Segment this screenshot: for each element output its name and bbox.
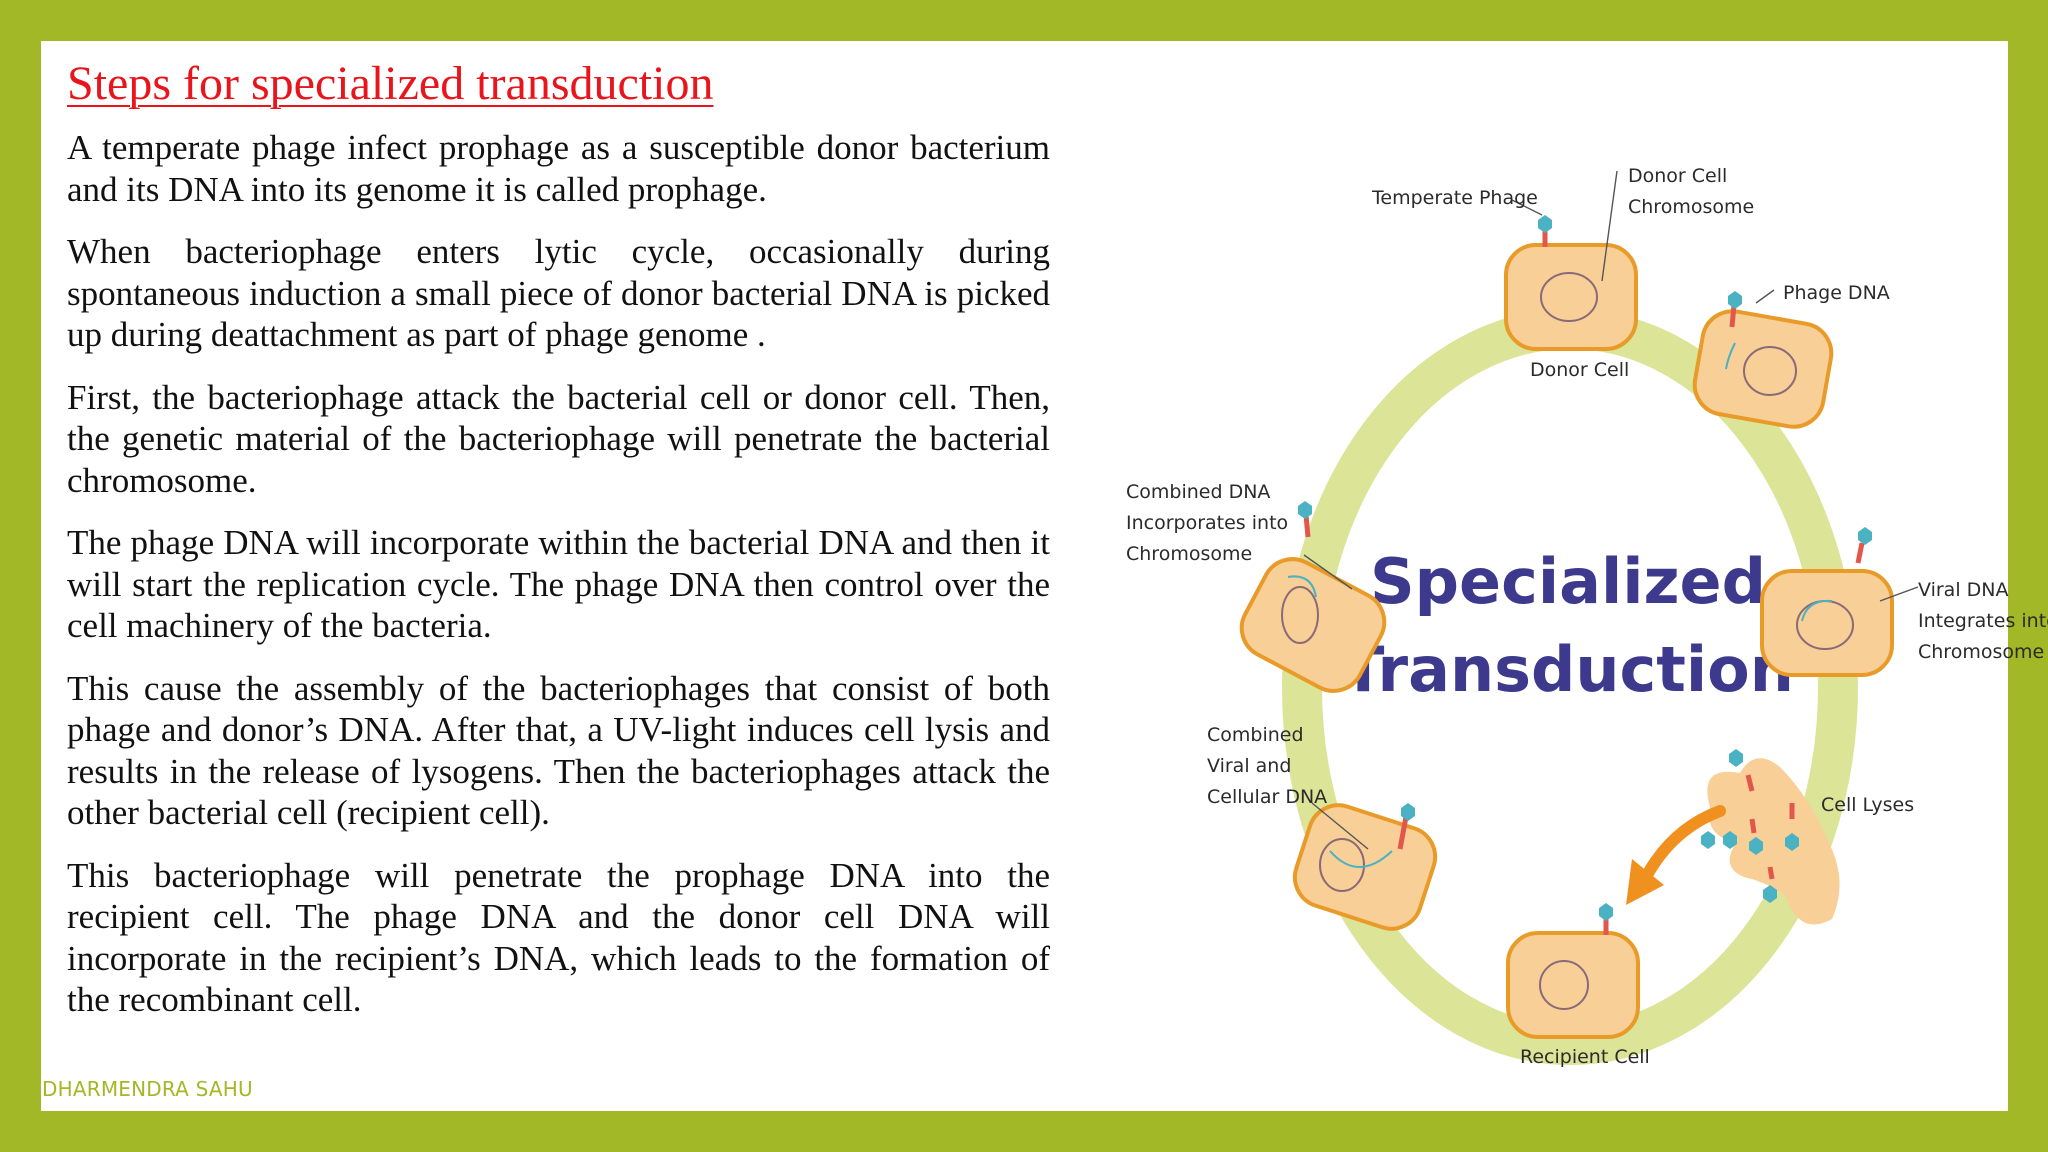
phage-icon — [1855, 527, 1872, 564]
slide-title: Steps for specialized transduction — [67, 57, 714, 110]
label-combined-viral-1: Combined — [1207, 724, 1304, 746]
phage-icon — [1728, 291, 1742, 328]
arrow-icon — [1626, 805, 1726, 905]
pointer-line — [1601, 170, 1618, 282]
label-temperate-phage: Temperate Phage — [1371, 187, 1538, 209]
integrated-cell — [1760, 527, 1894, 677]
pointer-line — [1755, 289, 1775, 304]
center-title-line2: Transduction — [1342, 633, 1794, 706]
label-combined-dna-1: Combined DNA — [1126, 481, 1270, 503]
label-recipient-cell: Recipient Cell — [1520, 1046, 1650, 1068]
paragraph: This cause the assembly of the bacteriop… — [67, 668, 1050, 833]
center-title-line1: Specialized — [1370, 545, 1766, 618]
paragraph: First, the bacteriophage attack the bact… — [67, 377, 1050, 500]
label-combined-viral-2: Viral and — [1207, 755, 1291, 777]
slide: Steps for specialized transduction A tem… — [41, 41, 2048, 1111]
phage-icon — [1599, 903, 1613, 935]
label-viral-dna-2: Integrates into — [1918, 610, 2048, 632]
pointer-line — [1303, 554, 1353, 590]
label-donor-cell: Donor Cell — [1530, 359, 1629, 381]
phage-icon — [1298, 501, 1312, 538]
label-viral-dna-1: Viral DNA — [1918, 579, 2008, 601]
lysing-cell — [1701, 749, 1840, 925]
body-text: A temperate phage infect prophage as a s… — [67, 127, 1050, 1042]
phage-icon — [1397, 803, 1415, 850]
pointer-line — [1311, 802, 1369, 850]
diagram-svg: Specialized Transduction — [1126, 165, 2048, 1068]
phage-icon — [1701, 749, 1799, 903]
phage-icon — [1538, 215, 1552, 247]
pointer-line — [1879, 586, 1919, 602]
transduction-diagram: Specialized Transduction — [1080, 107, 2048, 1077]
footer-author: DHARMENDRA SAHU — [42, 1077, 253, 1101]
combined-cell — [1292, 803, 1438, 931]
label-combined-dna-2: Incorporates into — [1126, 512, 1288, 534]
label-donor-chromosome-1: Donor Cell — [1628, 165, 1727, 187]
label-phage-dna: Phage DNA — [1783, 282, 1890, 304]
label-combined-dna-3: Chromosome — [1126, 543, 1252, 565]
paragraph: A temperate phage infect prophage as a s… — [67, 128, 1050, 209]
label-combined-viral-3: Cellular DNA — [1207, 786, 1327, 808]
recipient-cell — [1506, 903, 1640, 1039]
infected-cell — [1692, 291, 1834, 429]
paragraph: This bacteriophage will penetrate the pr… — [67, 855, 1050, 1020]
label-cell-lyses: Cell Lyses — [1821, 794, 1914, 816]
donor-cell — [1504, 215, 1638, 351]
pointer-line — [1511, 199, 1543, 216]
paragraph: The phage DNA will incorporate within th… — [67, 523, 1050, 645]
label-viral-dna-3: Chromosome — [1918, 641, 2044, 663]
paragraph: When bacteriophage enters lytic cycle, o… — [67, 232, 1050, 354]
label-donor-chromosome-2: Chromosome — [1628, 196, 1754, 218]
